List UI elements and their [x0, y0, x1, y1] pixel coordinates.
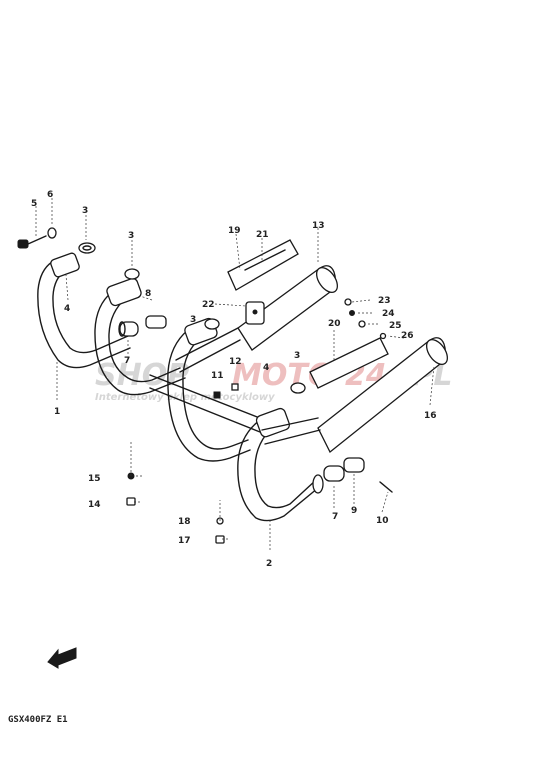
stud-17	[215, 535, 225, 544]
exhaust-pipe-2	[237, 407, 324, 522]
callouts: 5 6 3 3 19 21 13 4 8 22 23 24 25 26 20 3…	[31, 190, 437, 569]
callout-22: 22	[202, 300, 215, 310]
front-direction-arrow-icon	[47, 647, 77, 669]
washer-24	[349, 310, 355, 316]
callout-4: 4	[64, 304, 70, 314]
clamp-3-b	[124, 268, 140, 280]
bolt-23	[344, 298, 352, 306]
callout-11: 11	[211, 371, 224, 381]
callout-7: 7	[124, 356, 130, 366]
callout-15: 15	[88, 474, 101, 484]
clamp-3-a	[78, 242, 96, 254]
sleeve-7-a	[118, 321, 139, 337]
exhaust-pipe-2a	[94, 277, 186, 396]
muffler-16	[261, 337, 449, 454]
callout-21: 21	[256, 230, 269, 240]
bracket-22	[245, 301, 265, 325]
bolt-26	[379, 332, 387, 340]
callout-8: 8	[145, 289, 151, 299]
clamp-9	[343, 457, 365, 473]
bolt-11	[213, 391, 221, 399]
stud-14	[126, 497, 136, 506]
callout-10: 10	[376, 516, 389, 526]
callout-16: 16	[424, 411, 437, 421]
exhaust-pipe-2b	[167, 317, 251, 462]
connector-pipe-4	[149, 374, 266, 433]
callout-23: 23	[378, 296, 391, 306]
callout-4: 4	[263, 363, 269, 373]
callout-2: 2	[266, 559, 272, 569]
watermark-tagline: Internetowy sklep motocyklowy	[95, 392, 275, 403]
callout-3: 3	[190, 315, 196, 325]
clamp-near-7	[145, 315, 167, 329]
model-code: GSX400FZ E1	[8, 715, 68, 725]
callout-3: 3	[294, 351, 300, 361]
callout-14: 14	[88, 500, 101, 510]
watermark-shop: SHOP	[95, 358, 189, 393]
sleeve-7-b	[323, 465, 345, 482]
bolt-10	[379, 481, 393, 493]
callout-3: 3	[82, 206, 88, 216]
callout-20: 20	[328, 319, 341, 329]
muffler-13	[175, 265, 339, 373]
clamp-3-d	[290, 382, 306, 394]
clamp-3-c	[204, 318, 220, 330]
leader-lines	[35, 198, 435, 550]
callout-1: 1	[54, 407, 60, 417]
callout-7: 7	[332, 512, 338, 522]
washer-6	[47, 227, 57, 239]
callout-25: 25	[389, 321, 402, 331]
callout-17: 17	[178, 536, 191, 546]
callout-13: 13	[312, 221, 325, 231]
bolt-12	[231, 383, 239, 391]
exhaust-pipe-1	[37, 252, 131, 369]
callout-18: 18	[178, 517, 191, 527]
callout-19: 19	[228, 226, 241, 236]
heat-shield-21	[227, 239, 299, 291]
callout-24: 24	[382, 309, 395, 319]
bolt-5	[17, 235, 47, 249]
callout-6: 6	[47, 190, 53, 200]
nut-25	[358, 320, 366, 328]
heat-shield-20	[309, 337, 389, 389]
callout-9: 9	[351, 506, 357, 516]
callout-5: 5	[31, 199, 37, 209]
callout-3: 3	[128, 231, 134, 241]
callout-12: 12	[229, 357, 242, 367]
callout-26: 26	[401, 331, 414, 341]
